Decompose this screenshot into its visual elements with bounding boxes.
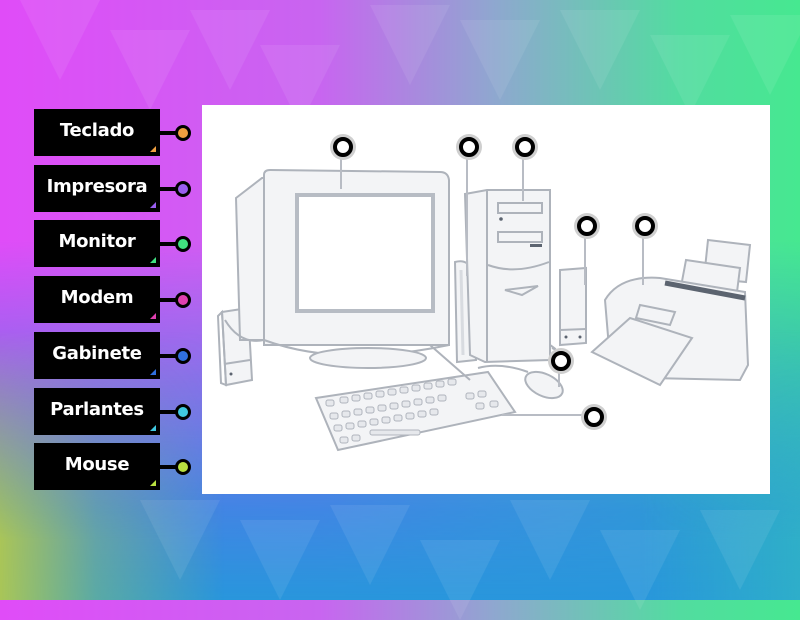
label-text: Monitor xyxy=(58,231,136,252)
right-speaker-drawing xyxy=(559,266,587,347)
drop-target-tower-case[interactable] xyxy=(515,137,535,157)
connector-line xyxy=(160,465,176,469)
draggable-label-mouse[interactable]: Mouse xyxy=(34,443,191,490)
computer-illustration xyxy=(216,168,752,452)
corner-marker-icon xyxy=(150,480,156,486)
connector-line xyxy=(160,298,176,302)
drag-handle-dot-icon[interactable] xyxy=(175,348,191,364)
draggable-label-monitor[interactable]: Monitor xyxy=(34,220,191,267)
leader-line xyxy=(502,414,590,416)
corner-marker-icon xyxy=(150,146,156,152)
connector-line xyxy=(160,131,176,135)
corner-marker-icon xyxy=(150,257,156,263)
corner-marker-icon xyxy=(150,202,156,208)
label-text: Gabinete xyxy=(52,343,142,364)
connector-line xyxy=(160,242,176,246)
draggable-label-gabinete[interactable]: Gabinete xyxy=(34,332,191,379)
drag-handle-dot-icon[interactable] xyxy=(175,459,191,475)
connector-line xyxy=(160,187,176,191)
drop-target-monitor[interactable] xyxy=(333,137,353,157)
corner-marker-icon xyxy=(150,425,156,431)
label-text: Mouse xyxy=(64,454,130,475)
label-text: Teclado xyxy=(59,120,135,141)
leader-line xyxy=(522,151,524,201)
drop-target-printer[interactable] xyxy=(635,216,655,236)
mouse-drawing xyxy=(477,364,564,400)
connector-line xyxy=(160,354,176,358)
draggable-label-teclado[interactable]: Teclado xyxy=(34,109,191,156)
label-text: Parlantes xyxy=(50,399,144,420)
label-text: Impresora xyxy=(46,176,148,197)
drag-handle-dot-icon[interactable] xyxy=(175,236,191,252)
drag-handle-dot-icon[interactable] xyxy=(175,181,191,197)
monitor-drawing xyxy=(224,168,450,369)
leader-line xyxy=(584,230,586,285)
tower-case-drawing xyxy=(463,189,551,364)
printer-drawing xyxy=(590,238,752,387)
drop-target-mouse[interactable] xyxy=(551,351,571,371)
label-text: Modem xyxy=(60,287,134,308)
drag-handle-dot-icon[interactable] xyxy=(175,125,191,141)
draggable-label-parlantes[interactable]: Parlantes xyxy=(34,388,191,435)
draggable-label-modem[interactable]: Modem xyxy=(34,276,191,323)
leader-line xyxy=(558,365,560,387)
leader-line xyxy=(642,230,644,285)
corner-marker-icon xyxy=(150,369,156,375)
keyboard-drawing xyxy=(314,370,517,452)
drop-target-keyboard[interactable] xyxy=(584,407,604,427)
corner-marker-icon xyxy=(150,313,156,319)
leader-line xyxy=(466,151,468,276)
diagram-image xyxy=(202,105,770,494)
connector-line xyxy=(160,410,176,414)
leader-line xyxy=(340,151,342,189)
drag-handle-dot-icon[interactable] xyxy=(175,404,191,420)
drop-target-speaker-right[interactable] xyxy=(577,216,597,236)
drag-handle-dot-icon[interactable] xyxy=(175,292,191,308)
draggable-label-impresora[interactable]: Impresora xyxy=(34,165,191,212)
drop-target-speaker-column[interactable] xyxy=(459,137,479,157)
